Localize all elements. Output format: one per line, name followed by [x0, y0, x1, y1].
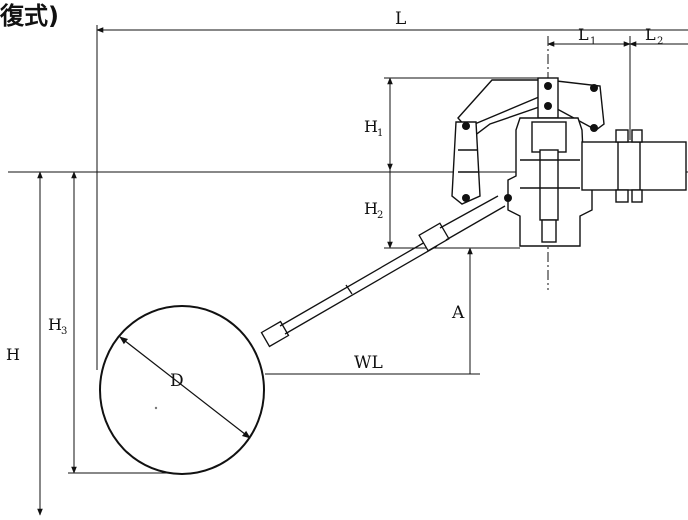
outlet-pipe — [581, 141, 687, 191]
label-H3-sub: 3 — [61, 326, 67, 337]
label-H: H — [6, 345, 20, 364]
arm-link-top — [439, 195, 499, 229]
label-H1: H — [364, 117, 378, 136]
arm-coupling — [418, 222, 450, 252]
label-H3: H — [48, 315, 62, 334]
stem-nut — [541, 219, 557, 243]
pivot-pin — [590, 124, 598, 132]
pivot-pin — [462, 122, 470, 130]
label-WL: WL — [354, 353, 383, 373]
pivot-pin — [544, 82, 552, 90]
arm-rod-top — [279, 237, 433, 327]
valve-cap — [531, 121, 567, 153]
arm-rod-bottom — [284, 245, 438, 335]
dim-D-line — [119, 336, 251, 439]
label-D: D — [170, 371, 184, 391]
upper-lever — [457, 79, 605, 137]
label-L: L — [395, 9, 406, 29]
pipe-nut-top2 — [631, 129, 643, 143]
label-L1-sub: 1 — [590, 36, 596, 47]
label-L2: L — [645, 25, 656, 44]
label-H2: H — [364, 199, 378, 218]
pivot-pin — [504, 194, 512, 202]
lever-inner-line — [469, 93, 547, 127]
arm-link-bottom — [445, 205, 506, 241]
pivot-pin — [462, 194, 470, 202]
pipe-nut-top — [615, 129, 629, 143]
swing-link — [451, 121, 481, 205]
arm-nut — [260, 320, 290, 348]
pivot-pin — [590, 84, 598, 92]
pivot-pin — [544, 102, 552, 110]
arm-rod-joint — [345, 284, 353, 295]
valve-assembly — [451, 77, 687, 247]
float-ball — [99, 305, 265, 475]
label-L1: L — [578, 25, 589, 44]
label-L2-sub: 2 — [657, 36, 663, 47]
title-fragment: 復式) — [0, 2, 59, 30]
pipe-nut-bottom — [615, 189, 629, 203]
label-H2-sub: 2 — [377, 210, 383, 221]
label-H1-sub: 1 — [377, 128, 383, 139]
pipe-nut-bottom2 — [631, 189, 643, 203]
float-speck — [154, 406, 158, 410]
pivot-pins — [462, 82, 598, 202]
label-A: A — [451, 303, 465, 323]
float-arm — [260, 195, 506, 348]
